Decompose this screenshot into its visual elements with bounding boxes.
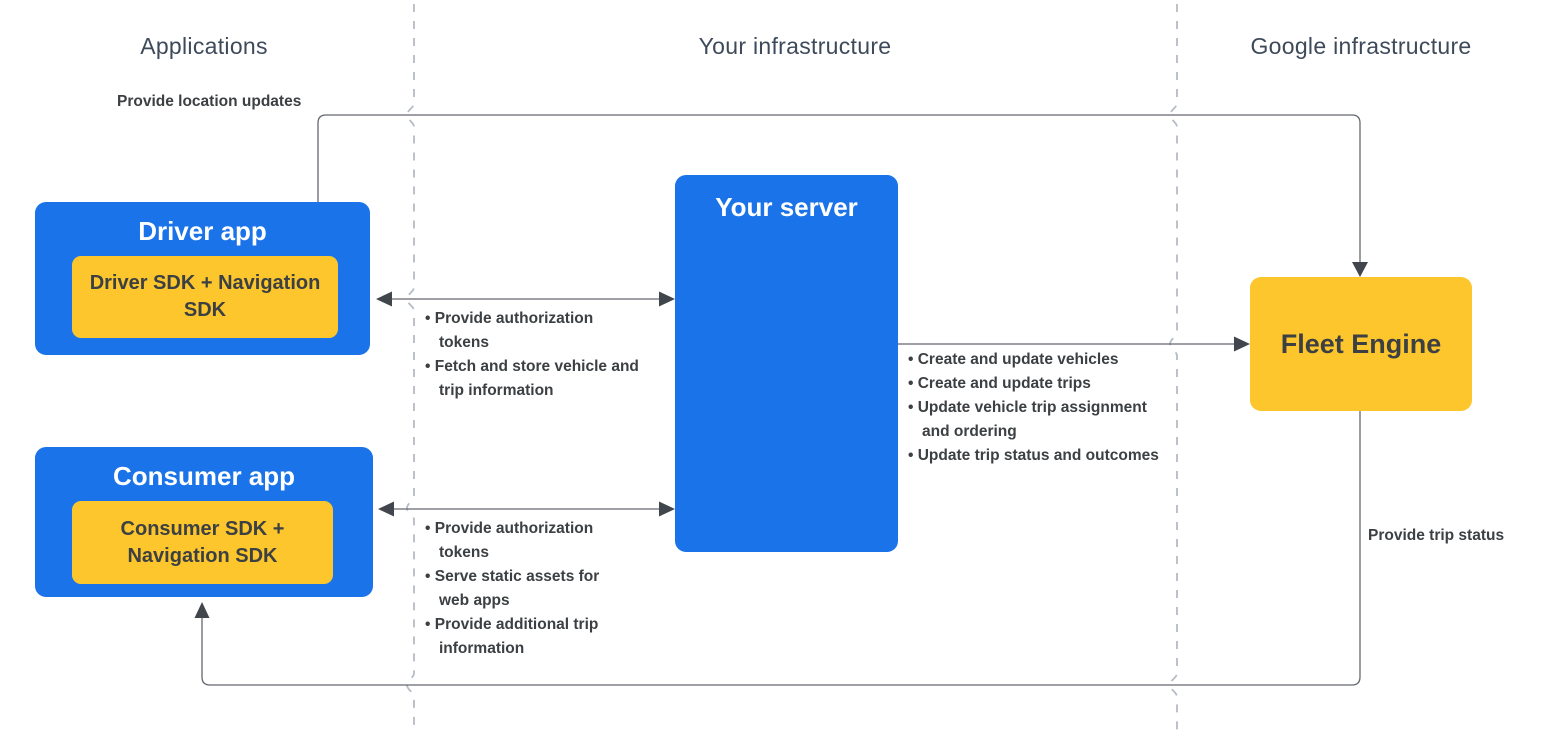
consumer-sdk-box: Consumer SDK + Navigation SDK bbox=[72, 501, 333, 584]
arrowhead-server-left-bottom-icon bbox=[659, 501, 675, 517]
bullet-item: Serve static assets for web apps bbox=[425, 565, 625, 613]
bullet-list-server-fleet: Create and update vehiclesCreate and upd… bbox=[908, 348, 1170, 468]
bullet-item: Update trip status and outcomes bbox=[908, 444, 1170, 468]
bullet-item: Create and update vehicles bbox=[908, 348, 1170, 372]
column-divider-right bbox=[1169, 4, 1178, 731]
arrowhead-fleet-engine-top-icon bbox=[1352, 262, 1368, 277]
bullet-item: Create and update trips bbox=[908, 372, 1170, 396]
bullet-item: Provide authorization tokens bbox=[425, 517, 625, 565]
bullet-item: Provide additional trip information bbox=[425, 613, 625, 661]
bullet-item: Fetch and store vehicle and trip informa… bbox=[425, 355, 641, 403]
column-header-google-infrastructure: Google infrastructure bbox=[1250, 33, 1472, 59]
column-header-applications: Applications bbox=[140, 33, 268, 59]
label-provide-location-updates: Provide location updates bbox=[117, 93, 302, 110]
label-provide-trip-status: Provide trip status bbox=[1368, 527, 1505, 544]
your-server-title: Your server bbox=[715, 192, 858, 222]
consumer-app-title: Consumer app bbox=[112, 461, 296, 491]
arrowhead-server-left-top-icon bbox=[659, 291, 675, 307]
arrowhead-consumer-bottom-icon bbox=[194, 602, 210, 618]
node-your-server: Your server bbox=[675, 175, 898, 552]
bullet-list-driver-server: Provide authorization tokensFetch and st… bbox=[425, 307, 641, 403]
column-divider-left bbox=[406, 4, 415, 731]
arrowhead-consumer-left-icon bbox=[378, 501, 394, 517]
arrowhead-driver-left-icon bbox=[376, 291, 392, 307]
bullet-list-consumer-server: Provide authorization tokensServe static… bbox=[425, 517, 625, 661]
bullet-item: Update vehicle trip assignment and order… bbox=[908, 396, 1170, 444]
node-driver-app: Driver app Driver SDK + Navigation SDK bbox=[35, 202, 370, 355]
driver-app-title: Driver app bbox=[138, 216, 267, 246]
node-fleet-engine: Fleet Engine bbox=[1250, 277, 1472, 411]
driver-sdk-box: Driver SDK + Navigation SDK bbox=[72, 256, 338, 338]
bullet-item: Provide authorization tokens bbox=[425, 307, 641, 355]
column-header-your-infrastructure: Your infrastructure bbox=[698, 33, 892, 59]
node-consumer-app: Consumer app Consumer SDK + Navigation S… bbox=[35, 447, 373, 597]
arrowhead-fleet-engine-left-icon bbox=[1234, 336, 1250, 352]
